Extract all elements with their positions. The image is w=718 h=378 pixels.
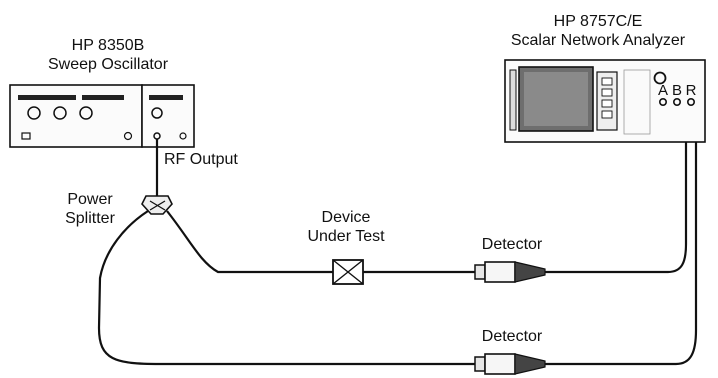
- sweeper-display-strip: [18, 95, 76, 100]
- sweeper-name-label: Sweep Oscillator: [48, 56, 169, 73]
- plugin-knob: [151, 107, 163, 119]
- softkey-1: [601, 77, 613, 86]
- ref-detector-to-port-r-cable: [545, 106, 698, 366]
- sweeper-right-panel: [141, 84, 195, 148]
- port-a-connector: [658, 98, 667, 107]
- analyzer-name-label: Scalar Network Analyzer: [511, 32, 686, 49]
- analyzer-side-strip: [509, 69, 517, 131]
- splitter-crossmark: [149, 200, 166, 211]
- analyzer-crt-inner: [524, 72, 588, 126]
- splitter-to-reference-detector-cable: [97, 210, 475, 366]
- detector-bottom-label: Detector: [482, 328, 543, 345]
- power-splitter: Power Splitter: [65, 191, 173, 227]
- sweeper-power-switch: [21, 132, 31, 140]
- sweeper-model-label: HP 8350B: [72, 37, 145, 54]
- port-r-connector: [686, 98, 695, 107]
- splitter-label-1: Power: [67, 191, 113, 208]
- port-r-label: R: [686, 82, 697, 99]
- port-b-label: B: [672, 82, 682, 99]
- sweeper-knob-2: [53, 106, 67, 120]
- plugin-display-strip: [149, 95, 183, 100]
- softkey-3: [601, 99, 613, 108]
- detector-top-label: Detector: [482, 236, 543, 253]
- dut-label-2: Under Test: [307, 228, 385, 245]
- analyzer-model-label: HP 8757C/E: [554, 13, 643, 30]
- softkey-4: [601, 110, 613, 119]
- dut-crossmark: [332, 259, 364, 285]
- scalar-network-analyzer: A B R HP 8757C/E Scalar Network Analyzer: [504, 13, 706, 143]
- detector-test-connector: [474, 264, 486, 280]
- test-detector-to-port-b-cable: [545, 106, 688, 274]
- device-under-test: Device Under Test: [307, 209, 385, 285]
- detector-ref-taper: [514, 353, 546, 375]
- analyzer-keypad-area: [623, 69, 651, 135]
- rf-output-label: RF Output: [164, 151, 238, 168]
- sweeper-small-knob: [123, 131, 133, 141]
- splitter-to-dut-cable: [166, 210, 333, 274]
- detector-test: Detector: [474, 236, 546, 283]
- detector-ref-body: [484, 353, 516, 375]
- port-a-label: A: [658, 82, 668, 99]
- detector-ref-connector: [474, 356, 486, 372]
- sweeper-knob-1: [27, 106, 41, 120]
- analyzer-knob: [653, 71, 667, 85]
- sweeper-display-strip-2: [82, 95, 124, 100]
- dut-label-1: Device: [322, 209, 371, 226]
- detector-test-taper: [514, 261, 546, 283]
- sweep-oscillator: HP 8350B Sweep Oscillator: [9, 37, 195, 148]
- splitter-label-2: Splitter: [65, 210, 115, 227]
- port-b-connector: [672, 98, 681, 107]
- detector-test-body: [484, 261, 516, 283]
- softkey-2: [601, 88, 613, 97]
- detector-reference: Detector: [474, 328, 546, 375]
- plugin-small-connector: [179, 132, 187, 140]
- sweeper-knob-3: [79, 106, 93, 120]
